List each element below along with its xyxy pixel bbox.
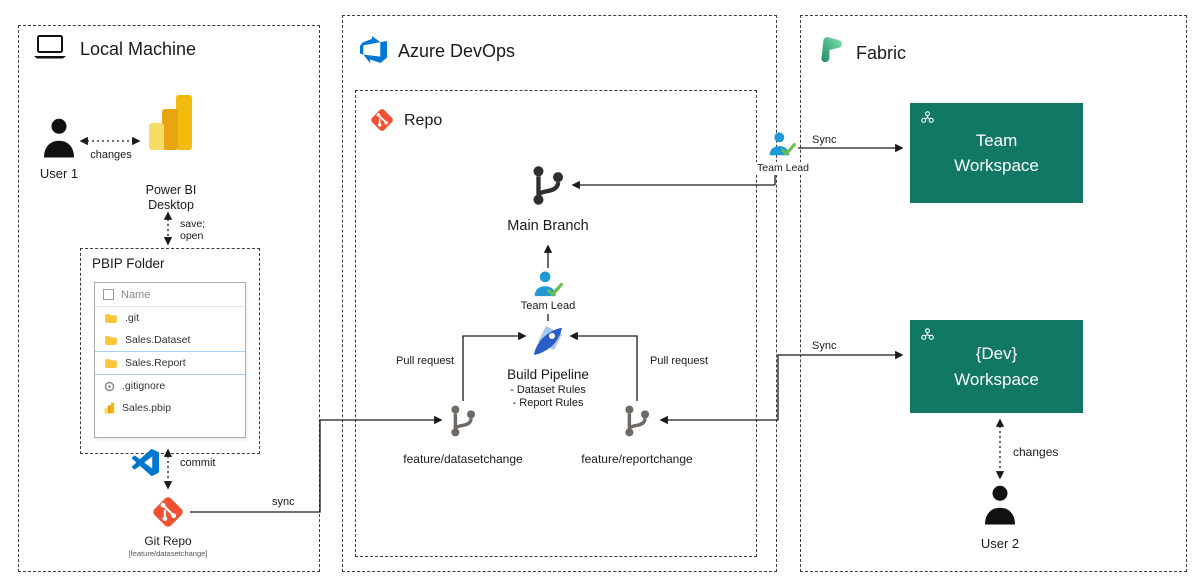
- team-lead-sync-label: Team Lead: [755, 162, 811, 176]
- fabric-icon: [814, 33, 844, 65]
- feature-datasetchange-icon: [446, 403, 480, 439]
- feature-report-label: feature/reportchange: [581, 452, 693, 466]
- file-name: .gitignore: [122, 380, 166, 392]
- sync-label-left: sync: [272, 496, 295, 508]
- powerbi-label-line1: Power BI: [145, 183, 197, 197]
- sync-label-bottom: Sync: [812, 340, 837, 352]
- explorer-header-label: Name: [121, 288, 151, 301]
- folder-icon: [105, 358, 117, 368]
- azure-devops-title: Azure DevOps: [398, 41, 516, 61]
- save-label: save;: [180, 218, 206, 230]
- team-workspace-box[interactable]: Team Workspace: [910, 103, 1083, 203]
- dev-workspace-label-line2: Workspace: [954, 369, 1039, 389]
- laptop-icon: [32, 33, 68, 61]
- local-machine-title: Local Machine: [80, 39, 197, 59]
- main-branch-label: Main Branch: [507, 218, 589, 234]
- pull-request-left-label: Pull request: [396, 355, 455, 367]
- fabric-panel: [800, 15, 1187, 572]
- file-name: Sales.pbip: [122, 402, 172, 414]
- local-machine-panel: [18, 25, 320, 572]
- folder-icon: [105, 313, 117, 323]
- list-item[interactable]: .gitignore: [95, 375, 245, 397]
- build-pipeline-title: Build Pipeline: [507, 367, 589, 382]
- feature-dataset-label: feature/datasetchange: [403, 452, 523, 466]
- dev-workspace-label-line1: {Dev}: [975, 344, 1018, 363]
- list-item[interactable]: Sales.pbip: [95, 397, 245, 419]
- gitignore-icon: [104, 381, 115, 391]
- folder-icon: [105, 335, 117, 345]
- changes-label-right: changes: [1013, 445, 1059, 459]
- repo-panel: [355, 90, 757, 557]
- repo-title: Repo: [404, 112, 443, 129]
- file-name: Sales.Dataset: [125, 334, 191, 346]
- user2-label: User 2: [980, 536, 1020, 551]
- team-lead-merge-icon: [533, 270, 563, 298]
- file-explorer: Name .git Sales.Dataset Sales.Report .gi…: [94, 282, 246, 438]
- vscode-icon: [132, 449, 159, 476]
- list-item[interactable]: .git: [95, 307, 245, 329]
- fabric-title: Fabric: [856, 43, 907, 63]
- list-item[interactable]: Sales.Report: [95, 352, 245, 375]
- azure-devops-panel: [342, 15, 777, 572]
- file-name: .git: [125, 312, 140, 324]
- checkbox-icon[interactable]: [103, 289, 114, 300]
- changes-label-left: changes: [90, 149, 132, 161]
- build-pipeline-rule-2: - Report Rules: [512, 397, 584, 409]
- git-repo-icon: [149, 493, 187, 531]
- powerbi-desktop-icon: [148, 94, 194, 152]
- powerbi-label-line2: Desktop: [148, 198, 194, 212]
- list-item[interactable]: Sales.Dataset: [95, 329, 245, 352]
- open-label: open: [180, 230, 204, 242]
- team-workspace-label-line1: Team: [975, 130, 1018, 150]
- team-lead-sync-icon: [768, 131, 796, 157]
- user1-icon: [41, 116, 77, 160]
- build-pipeline-rule-1: - Dataset Rules: [510, 384, 586, 396]
- git-repo-label: Git Repo: [144, 534, 192, 548]
- dev-workspace-box[interactable]: {Dev} Workspace: [910, 320, 1083, 413]
- commit-label: commit: [180, 457, 216, 469]
- user2-icon: [982, 483, 1018, 527]
- file-name: Sales.Report: [125, 357, 186, 369]
- workspace-icon: [920, 110, 935, 125]
- team-workspace-label-line2: Workspace: [954, 156, 1039, 175]
- pbip-folder-title: PBIP Folder: [92, 256, 165, 271]
- team-lead-merge-label: Team Lead: [518, 300, 578, 314]
- main-branch-icon: [527, 163, 569, 208]
- pull-request-right-label: Pull request: [650, 355, 709, 367]
- git-logo-icon: [368, 106, 396, 134]
- user1-label: User 1: [39, 166, 79, 181]
- workspace-icon: [920, 327, 935, 342]
- git-repo-sublabel: [feature/datasetchange]: [128, 549, 208, 558]
- powerbi-file-icon: [104, 402, 115, 414]
- sync-label-top: Sync: [812, 134, 837, 146]
- explorer-header: Name: [95, 283, 245, 307]
- azure-devops-icon: [360, 36, 387, 63]
- feature-reportchange-icon: [620, 403, 654, 439]
- build-pipeline-icon: [530, 322, 566, 358]
